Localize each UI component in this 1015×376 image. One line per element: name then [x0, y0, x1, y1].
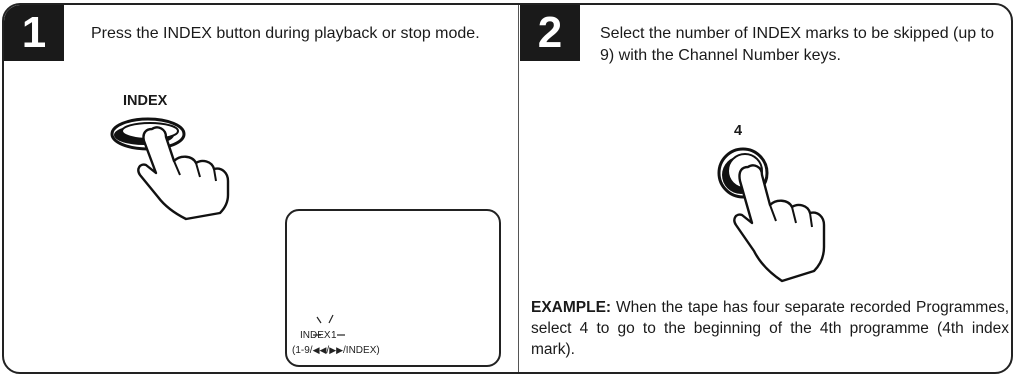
- panel-divider: [518, 5, 519, 372]
- blink-indicator: [313, 314, 345, 336]
- number-key-label: 4: [734, 123, 743, 139]
- step-1-instruction: Press the INDEX button during playback o…: [91, 25, 480, 42]
- instruction-panel: 1 Press the INDEX button during playback…: [2, 3, 1013, 374]
- tv-screen: INDEX 1 (1-9/◀◀/▶▶/INDEX): [285, 209, 501, 367]
- step-2-number: 2: [520, 5, 580, 61]
- example-text: When the tape has four separate recorded…: [531, 299, 1009, 358]
- step-2-instruction: Select the number of INDEX marks to be s…: [600, 25, 994, 64]
- osd-key-guide: (1-9/◀◀/▶▶/INDEX): [292, 345, 380, 356]
- step-1-number: 1: [4, 5, 64, 61]
- osd-keys-left: (1-9/: [292, 345, 313, 356]
- osd-keys-right: /INDEX): [343, 345, 380, 356]
- hand-pressing-index-button-illustration: [110, 117, 230, 221]
- example-heading: EXAMPLE:: [531, 299, 612, 316]
- rewind-icon: ◀◀: [312, 345, 327, 355]
- pressing-hand-icon: [733, 164, 826, 283]
- index-button-label: INDEX: [123, 93, 168, 109]
- pressing-hand-icon: [137, 126, 230, 221]
- osd-index-count: 1: [331, 330, 337, 341]
- example-note: EXAMPLE: When the tape has four separate…: [531, 297, 1009, 360]
- osd-index-label: INDEX: [300, 330, 331, 341]
- hand-pressing-number-key-illustration: [717, 147, 826, 283]
- fast-forward-icon: ▶▶: [329, 345, 344, 355]
